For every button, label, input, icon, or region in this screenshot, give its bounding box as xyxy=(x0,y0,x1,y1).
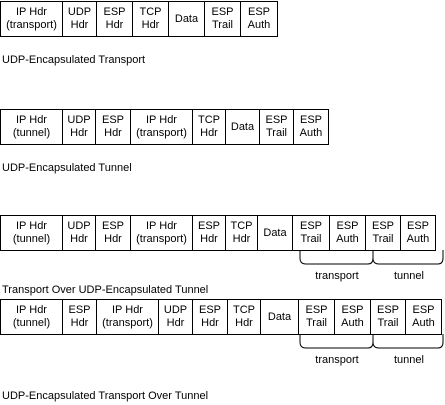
packet-cell: ESP Auth xyxy=(335,300,371,334)
packet-cell: UDP Hdr xyxy=(159,300,193,334)
packet-cell: IP Hdr (transport) xyxy=(131,216,193,250)
packet-cell: UDP Hdr xyxy=(63,216,96,250)
packet-cell: ESP Hdr xyxy=(63,300,97,334)
transport-bracket xyxy=(299,250,374,265)
packet-cell: ESP Hdr xyxy=(96,110,131,144)
tunnel-brace-label: tunnel xyxy=(394,270,424,282)
packet-cell: ESP Hdr xyxy=(193,300,228,334)
packet-cell: ESP Trail xyxy=(299,300,335,334)
transport-brace-label: transport xyxy=(315,354,359,366)
diagram-caption: UDP-Encapsulated Transport xyxy=(2,54,146,66)
packet-cell: UDP Hdr xyxy=(63,2,97,36)
packet-cell: IP Hdr (transport) xyxy=(131,110,193,144)
packet-cell: ESP Trail xyxy=(205,2,241,36)
diagram-caption: UDP-Encapsulated Transport Over Tunnel xyxy=(2,390,209,402)
packet-cell: TCP Hdr xyxy=(226,216,258,250)
packet-cell: TCP Hdr xyxy=(133,2,169,36)
packet-cell: TCP Hdr xyxy=(228,300,261,334)
packet-cell: ESP Auth xyxy=(247,6,271,31)
bracket-group xyxy=(299,334,444,349)
packet-cell: ESP Auth xyxy=(406,220,430,245)
packet-row: IP Hdr (transport) UDP Hdr ESP Hdr TCP H… xyxy=(0,1,278,37)
diagram-caption: UDP-Encapsulated Tunnel xyxy=(2,162,132,174)
packet-cell: Data xyxy=(226,110,260,144)
tunnel-brace-label: tunnel xyxy=(394,354,424,366)
packet-row: IP Hdr (tunnel) ESP Hdr IP Hdr (transpor… xyxy=(0,299,442,335)
packet-cell: IP Hdr (tunnel) xyxy=(1,110,63,144)
diagram-caption: Transport Over UDP-Encapsulated Tunnel xyxy=(2,284,209,296)
transport-brace-label: transport xyxy=(315,270,359,282)
packet-cell: ESP Trail xyxy=(260,110,294,144)
packet-cell: IP Hdr (tunnel) xyxy=(1,300,63,334)
tunnel-bracket xyxy=(372,250,444,265)
packet-row: IP Hdr (tunnel) UDP Hdr ESP Hdr IP Hdr (… xyxy=(0,109,329,145)
packet-cell: ESP Hdr xyxy=(97,2,133,36)
packet-cell: Data xyxy=(169,2,205,36)
packet-cell: UDP Hdr xyxy=(63,110,96,144)
packet-cell: ESP Hdr xyxy=(193,216,226,250)
transport-bracket xyxy=(299,334,374,349)
packet-cell: ESP Auth xyxy=(412,304,435,329)
packet-cell: ESP Trail xyxy=(293,216,330,250)
bracket-group xyxy=(299,250,444,265)
packet-cell: Data xyxy=(258,216,293,250)
tunnel-bracket xyxy=(372,334,444,349)
packet-cell: ESP Auth xyxy=(299,114,323,139)
packet-cell: IP Hdr (tunnel) xyxy=(1,216,63,250)
packet-cell: ESP Auth xyxy=(330,216,366,250)
packet-cell: ESP Trail xyxy=(371,300,406,334)
packet-cell: Data xyxy=(261,300,299,334)
packet-cell: ESP Hdr xyxy=(96,216,131,250)
packet-cell: TCP Hdr xyxy=(193,110,226,144)
packet-cell: IP Hdr (transport) xyxy=(1,2,63,36)
packet-cell: ESP Trail xyxy=(366,216,401,250)
packet-row: IP Hdr (tunnel) UDP Hdr ESP Hdr IP Hdr (… xyxy=(0,215,436,251)
packet-cell: IP Hdr (transport) xyxy=(97,300,159,334)
